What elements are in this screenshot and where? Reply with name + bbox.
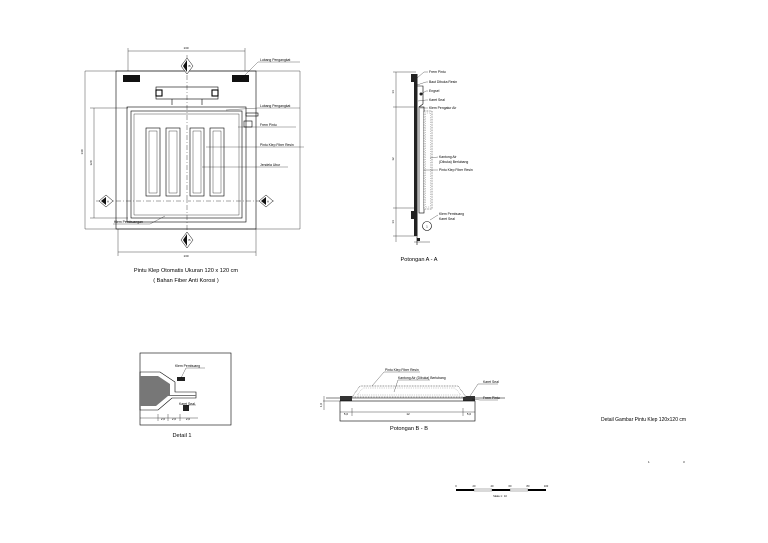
detail-1-dim-c: 2,0	[186, 417, 191, 421]
page-number-right: 3	[683, 460, 685, 464]
bb-frame-left	[340, 396, 352, 401]
sheet-title: Detail Gambar Pintu Klep 120x120 cm	[601, 417, 686, 423]
bb-door-panel	[339, 400, 476, 422]
aa-door-panel	[418, 106, 425, 214]
bb-water-pocket	[351, 385, 467, 398]
section-a-a: 14 12 14 1 Frem Pintu Baut Dibuka Resin	[391, 70, 473, 263]
lifting-hole-left	[123, 75, 140, 82]
bb-label-frame: Frem Pintu	[483, 396, 500, 400]
aa-label-water-pocket: Kantong Air	[439, 155, 457, 159]
bb-dim-height: 1,0	[319, 403, 323, 408]
bb-dim-center: 12	[406, 412, 410, 416]
lifting-hole-right	[232, 75, 249, 82]
section-b-b: 1,0 5,0 12 5,0 Pintu Klep Fiber Resin Ka…	[319, 368, 505, 432]
detail-1: 2,0 2,0 2,0 Klem Pembuang Karet Seal Det…	[139, 352, 232, 439]
plan-label-door-frame: Frem Pintu	[260, 123, 277, 127]
aa-detail-marker	[422, 221, 432, 231]
plan-label-lifting-hole-top: Lubang Pengangkat	[260, 58, 290, 62]
scale-tick-40: 40	[491, 484, 494, 488]
bb-dim-left: 5,0	[344, 412, 349, 416]
svg-text:A: A	[267, 200, 269, 204]
scale-tick-100: 100	[544, 484, 549, 488]
aa-label-water-clamp: Klem Pengatur Air	[429, 106, 457, 110]
plan-dim-inner: 120	[89, 160, 93, 165]
scale-tick-60: 60	[509, 484, 512, 488]
plan-view: 130 130 120 140	[80, 46, 304, 284]
svg-text:1: 1	[426, 225, 428, 229]
plan-dim-bottom: 130	[183, 254, 188, 258]
detail-1-label-seal: Karet Seal	[179, 402, 195, 406]
bb-dim-right: 5,0	[467, 412, 472, 416]
scale-bar: 0 20 40 60 80 100 Skala 1 : 10	[455, 484, 548, 498]
bb-label-door-panel: Pintu Klep Fiber Resin	[385, 368, 419, 372]
plan-outer-frame	[115, 70, 257, 230]
vent-window-group	[145, 127, 225, 197]
svg-text:B: B	[189, 64, 191, 68]
aa-dim-bottom: 14	[391, 220, 395, 224]
section-marker-a-left: A	[98, 194, 114, 208]
plan-label-vent-window: Jendela Ubur	[260, 163, 281, 167]
door-frame	[126, 106, 247, 223]
aa-frame	[414, 74, 418, 236]
section-marker-a-right: A	[258, 194, 274, 208]
aa-label-bolt: Baut Dibuka Resin	[429, 80, 457, 84]
page-number-left: 1	[648, 460, 650, 464]
aa-water-pocket	[423, 110, 433, 210]
bb-caption: Potongan B - B	[390, 426, 428, 432]
aa-label-perforated: (Dibuka) Berlubang	[439, 160, 468, 164]
aa-caption: Potongan A - A	[400, 257, 437, 263]
plan-dim-outer: 140	[80, 149, 84, 154]
detail-1-label-drain-clamp: Klem Pembuang	[175, 364, 200, 368]
aa-dim-top: 14	[391, 90, 395, 94]
scale-tick-20: 20	[473, 484, 476, 488]
plan-caption: Pintu Klep Otomatis Ukuran 120 x 120 cm	[134, 268, 238, 274]
plan-dim-top: 130	[183, 46, 188, 50]
detail-1-caption: Detail 1	[173, 433, 192, 439]
plan-label-door-panel: Pintu Klep Fiber Resin	[260, 143, 294, 147]
bb-label-water-pocket: Kantong Air (Dibuka) Berlubang	[398, 376, 446, 380]
plan-label-drain-clamp: Klem Pembuangan	[114, 220, 143, 224]
aa-label-drain-clamp: Klem Pembuang	[439, 212, 464, 216]
section-marker-b-top: B	[180, 57, 194, 75]
bb-label-seal: Karet Seal	[483, 380, 499, 384]
aa-label-frame: Frem Pintu	[429, 70, 446, 74]
scale-label: Skala 1 : 10	[493, 494, 507, 498]
detail-1-dim-b: 2,0	[172, 417, 177, 421]
plan-label-lifting-hole: Lubang Pengangkat	[260, 104, 290, 108]
aa-label-seal-bottom: Karet Seal	[439, 217, 455, 221]
aa-label-door-panel: Pintu Klep Fiber Resin	[439, 168, 473, 172]
aa-label-hinge: Engsel	[429, 89, 440, 93]
aa-label-seal: Karet Seal	[429, 98, 445, 102]
scale-tick-80: 80	[527, 484, 530, 488]
svg-text:A: A	[107, 200, 109, 204]
aa-dim-mid: 12	[391, 157, 395, 161]
bb-frame-right	[463, 396, 475, 401]
section-marker-b-bottom: B	[180, 231, 194, 249]
plan-subcaption: ( Bahan Fiber Anti Korosi )	[153, 278, 219, 284]
scale-tick-0: 0	[455, 484, 457, 488]
detail-1-dim-a: 2,0	[161, 417, 166, 421]
svg-text:B: B	[189, 238, 191, 242]
